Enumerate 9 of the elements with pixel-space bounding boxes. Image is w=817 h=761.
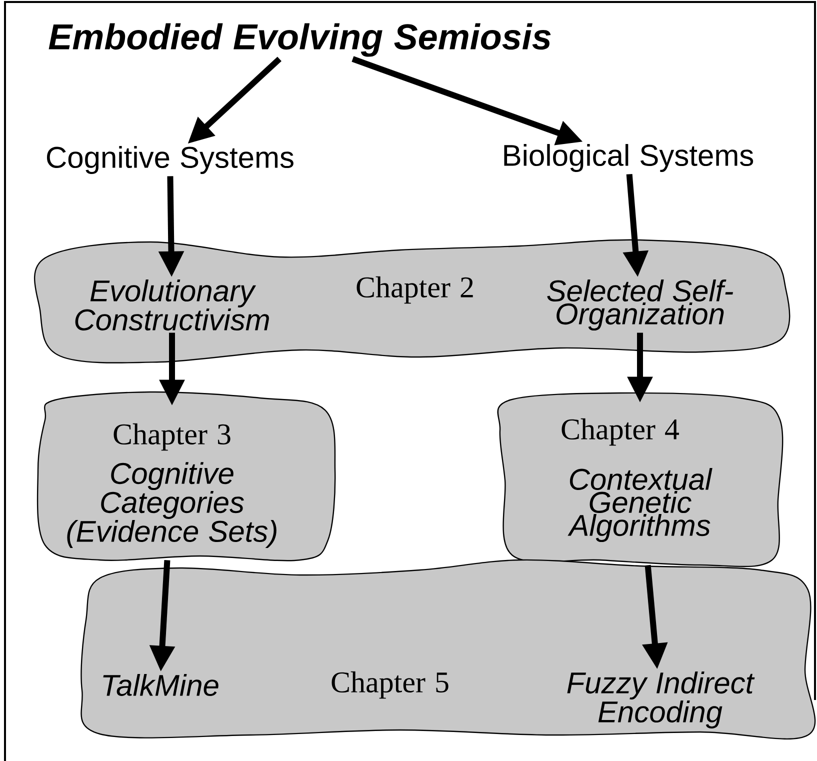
topic-text: Evolutionary Constructivism	[75, 280, 269, 330]
chapter-blob: Chapter 3 Cognitive Categories (Evidence Sets)	[36, 391, 336, 562]
title-text: Embodied Evolving Semiosis	[48, 23, 551, 57]
category-text: Biological Systems	[504, 144, 754, 172]
topic-text: TalkMine	[103, 674, 218, 696]
topic-text: Fuzzy Indirect Encoding	[567, 672, 755, 728]
chapter-blob: Chapter 4 Contextual Genetic Algorithms	[497, 392, 784, 568]
topic-text: Selected Self-Organization	[547, 280, 734, 330]
category-text: Cognitive Systems	[46, 146, 294, 174]
